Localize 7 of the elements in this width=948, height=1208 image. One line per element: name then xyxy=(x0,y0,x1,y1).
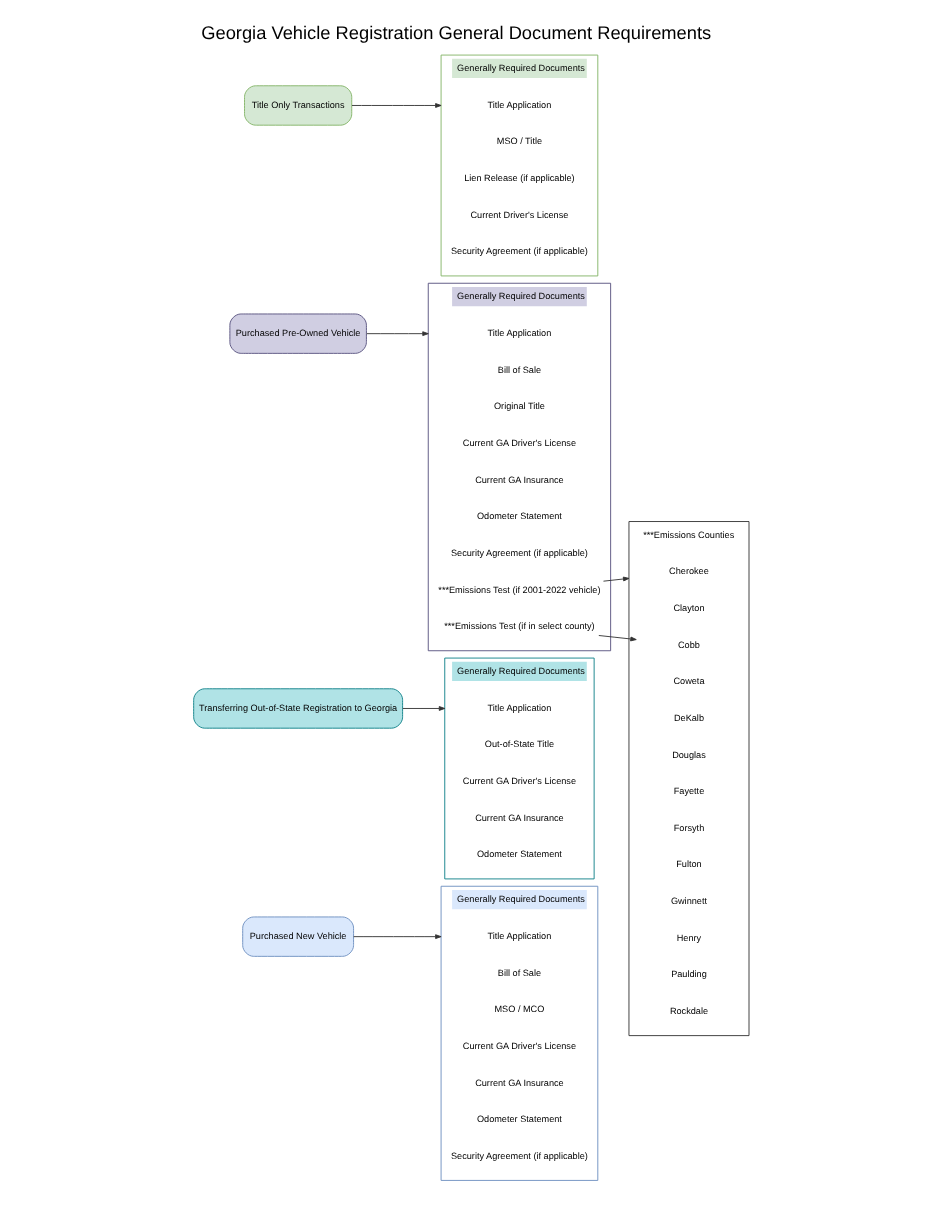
arrow xyxy=(350,103,441,108)
arrow xyxy=(401,706,445,711)
arrow xyxy=(352,934,441,940)
arrow xyxy=(602,576,629,582)
arrow xyxy=(597,635,636,642)
arrow xyxy=(365,331,428,337)
diagram-title: Georgia Vehicle Registration General Document Requirements xyxy=(200,22,711,43)
